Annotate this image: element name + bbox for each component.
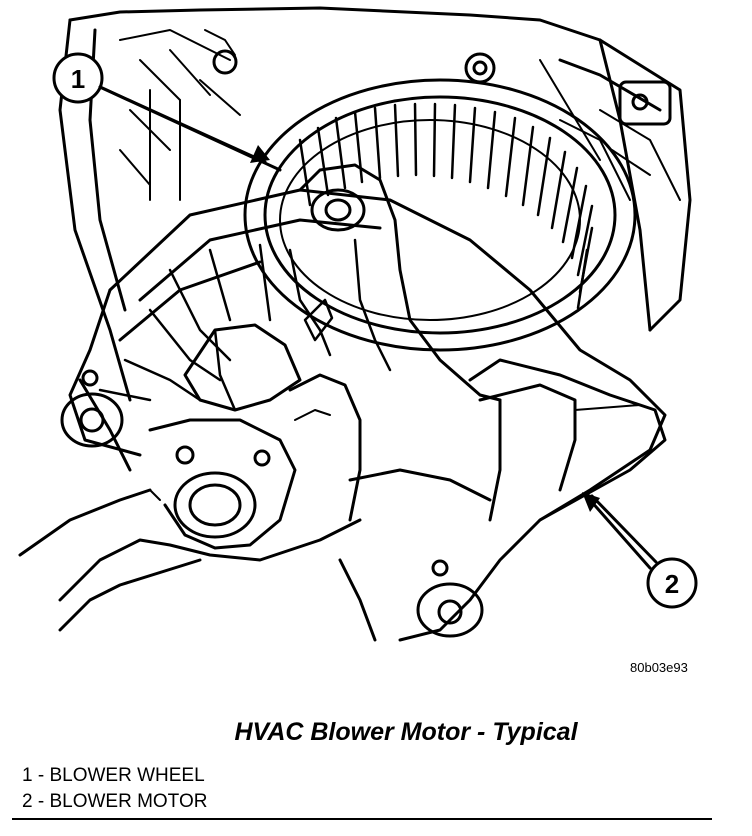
motor-hub <box>288 163 502 402</box>
callout-1: 1 <box>52 52 282 172</box>
svg-text:1: 1 <box>71 64 85 94</box>
motor-connector <box>148 323 302 550</box>
technician-hand <box>18 373 377 642</box>
hvac-housing <box>58 6 692 472</box>
callout-2: 2 <box>582 492 698 609</box>
blower-motor-illustration: 1 2 <box>18 6 698 642</box>
blower-wheel <box>243 78 637 352</box>
bottom-rule <box>12 818 712 820</box>
motor-flange <box>60 188 667 642</box>
figure-caption: HVAC Blower Motor - Typical <box>234 718 578 746</box>
callout-legend: 1 - BLOWER WHEEL 2 - BLOWER MOTOR <box>22 763 207 815</box>
svg-text:2: 2 <box>665 569 679 599</box>
blower-motor-housing <box>348 358 667 522</box>
legend-item-1: 1 - BLOWER WHEEL <box>22 765 205 786</box>
figure-id: 80b03e93 <box>630 660 688 675</box>
legend-item-2: 2 - BLOWER MOTOR <box>22 791 208 812</box>
